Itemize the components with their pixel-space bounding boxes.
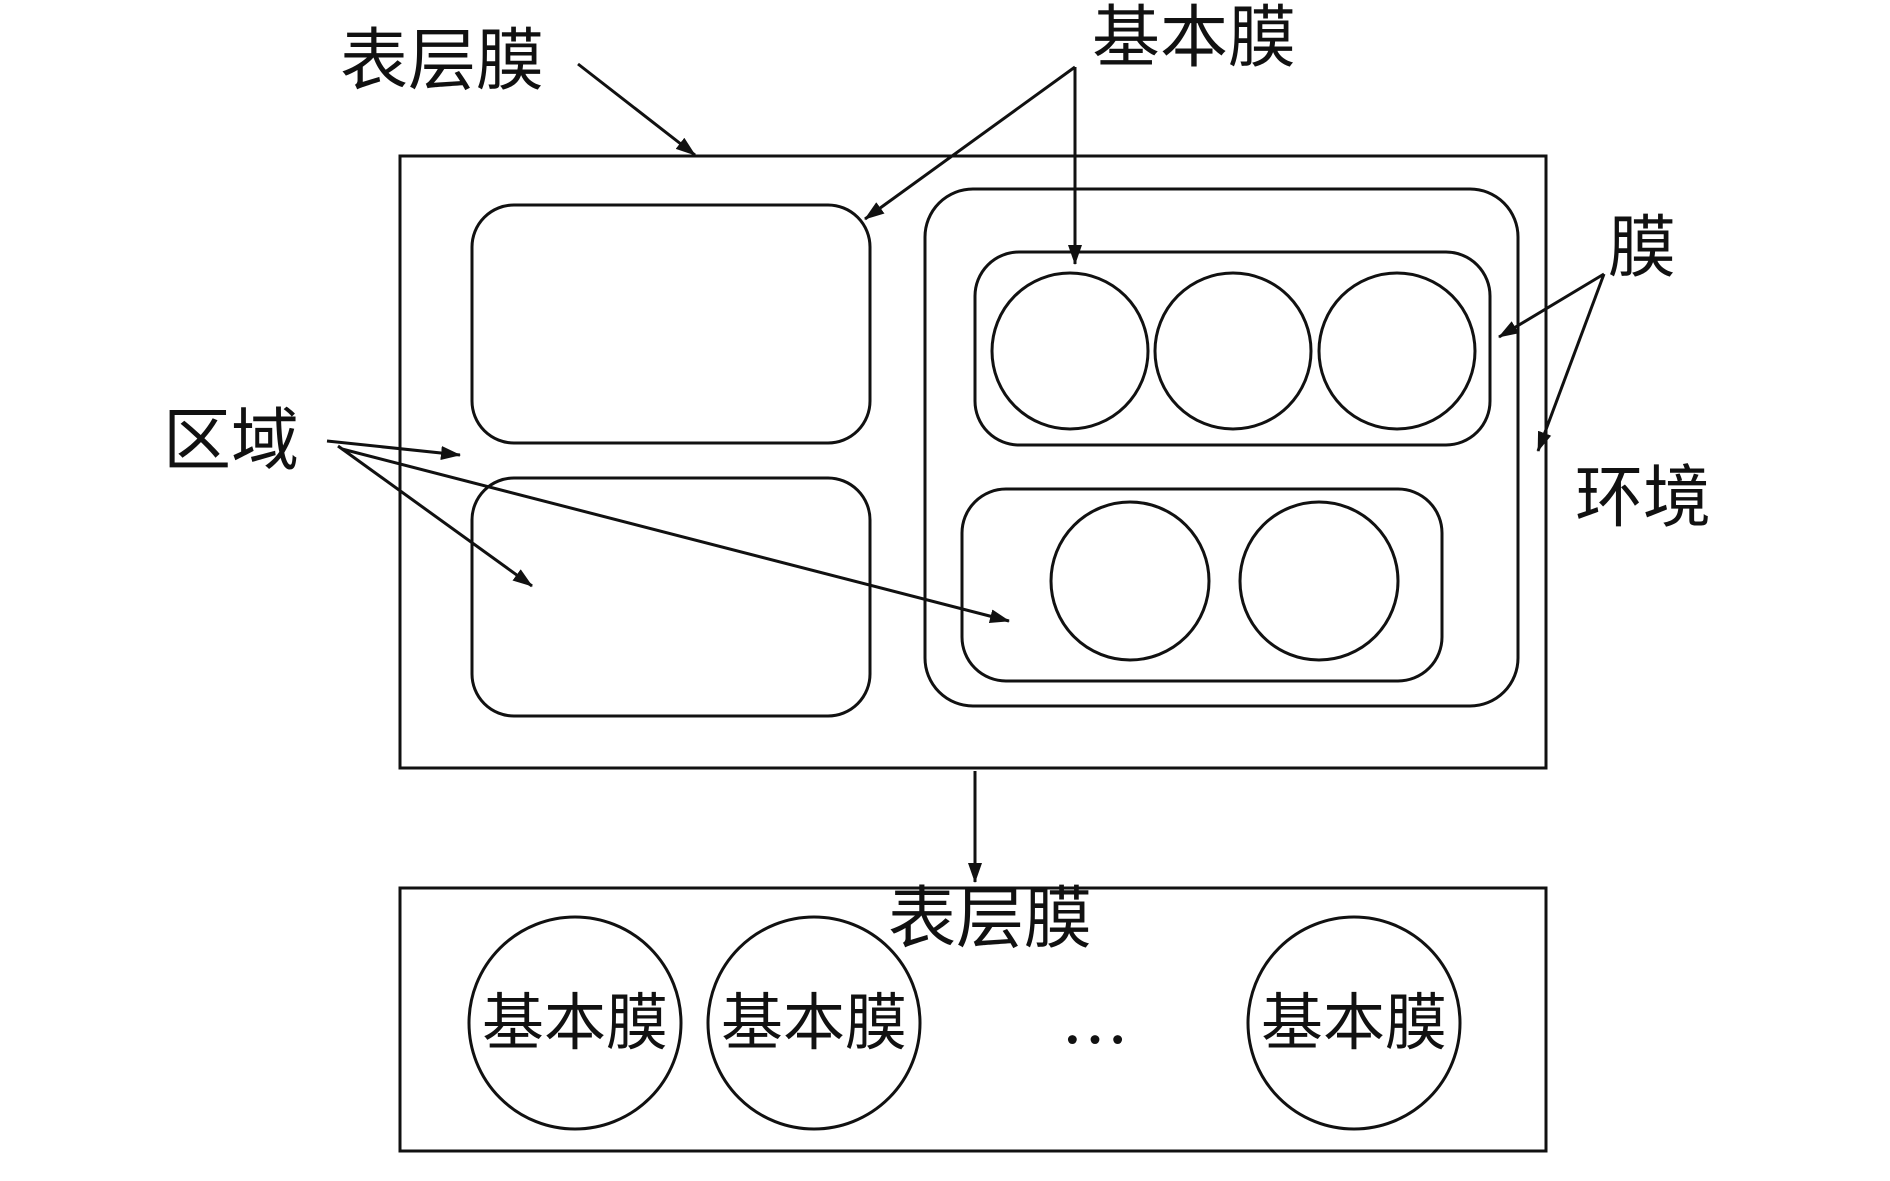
bottom-node-label-1: 基本膜 bbox=[482, 986, 668, 1059]
right-outer-membrane bbox=[923, 187, 1520, 708]
arrow-region-lower-left bbox=[337, 444, 533, 588]
label-basic-membrane-top: 基本膜 bbox=[1092, 0, 1296, 78]
surface-membrane-bottom-box bbox=[398, 886, 1548, 1153]
bottom-node-label-3: 基本膜 bbox=[1261, 986, 1447, 1059]
arrow-region-right bbox=[341, 447, 1010, 624]
arrow-region-upper bbox=[326, 439, 461, 460]
upper-basic-membrane-circle-2 bbox=[1153, 271, 1313, 431]
right-lower-membrane bbox=[960, 487, 1444, 683]
lower-basic-membrane-circle-1 bbox=[1049, 500, 1211, 662]
arrow-membrane-to-outer bbox=[1536, 273, 1606, 452]
label-region: 区域 bbox=[163, 402, 299, 481]
arrow-membrane-to-upper bbox=[1498, 272, 1605, 339]
lower-basic-membrane-circle-2 bbox=[1238, 500, 1400, 662]
left-upper-basic-membrane bbox=[470, 203, 872, 445]
bottom-basic-membrane-node-1 bbox=[467, 915, 683, 1131]
bottom-basic-membrane-node-3 bbox=[1246, 915, 1462, 1131]
label-membrane: 膜 bbox=[1608, 209, 1676, 288]
upper-basic-membrane-circle-1 bbox=[990, 271, 1150, 431]
bottom-node-label-2: 基本膜 bbox=[721, 986, 907, 1059]
bottom-ellipsis: … bbox=[1061, 981, 1129, 1060]
label-environment: 环境 bbox=[1575, 459, 1711, 538]
right-upper-membrane bbox=[973, 250, 1492, 447]
label-surface-membrane-top: 表层膜 bbox=[340, 22, 544, 101]
arrow-basic-membrane-left bbox=[864, 65, 1076, 221]
label-surface-membrane-bottom: 表层膜 bbox=[888, 880, 1092, 959]
arrow-surface-membrane bbox=[577, 62, 696, 157]
left-lower-region bbox=[470, 476, 872, 718]
upper-basic-membrane-circle-3 bbox=[1317, 271, 1477, 431]
surface-membrane-outer-box bbox=[398, 154, 1548, 770]
bottom-basic-membrane-node-2 bbox=[706, 915, 922, 1131]
